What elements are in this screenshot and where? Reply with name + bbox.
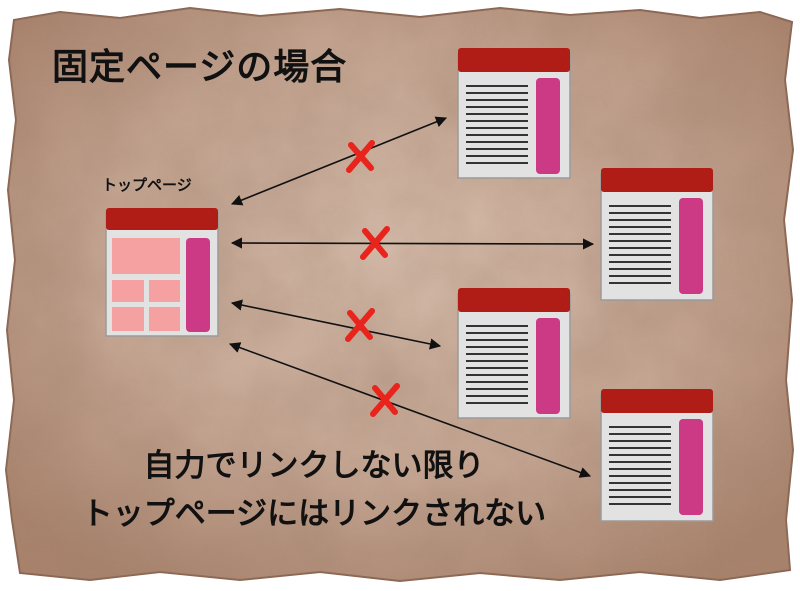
- top-page-tile: [112, 307, 144, 331]
- top-page-tile: [112, 238, 180, 274]
- cross-mark-icon: [345, 308, 375, 342]
- fixed-page-icon: [600, 168, 714, 301]
- page-title: 固定ページの場合: [52, 47, 348, 88]
- top-page-sidebar: [186, 238, 210, 332]
- cross-mark-icon: [370, 383, 400, 417]
- fixed-page-icon: [600, 389, 714, 522]
- message-line-1: 自力でリンクしない限り: [143, 448, 485, 484]
- link-arrows: [228, 116, 595, 478]
- top-page-tile: [149, 280, 180, 302]
- arrow-to-fixed-page-1: [230, 116, 448, 206]
- arrow-to-fixed-page-2: [230, 237, 595, 250]
- torn-paper-background: [4, 6, 795, 583]
- message-line-2: トップページにはリンクされない: [81, 496, 547, 532]
- arrow-to-fixed-page-3: [230, 299, 442, 350]
- top-page-icon: [105, 208, 219, 337]
- fixed-page-icon: [457, 288, 571, 419]
- top-page-header-bar: [106, 208, 218, 230]
- top-page-tile: [112, 280, 144, 302]
- cross-mark-icon: [346, 140, 375, 173]
- arrow-to-fixed-page-4: [228, 342, 592, 478]
- top-page-label: トップページ: [102, 176, 192, 194]
- top-page-tile: [149, 307, 180, 331]
- cross-mark-icon: [360, 226, 390, 260]
- fixed-page-icon: [457, 48, 571, 179]
- cross-marks: [345, 140, 400, 417]
